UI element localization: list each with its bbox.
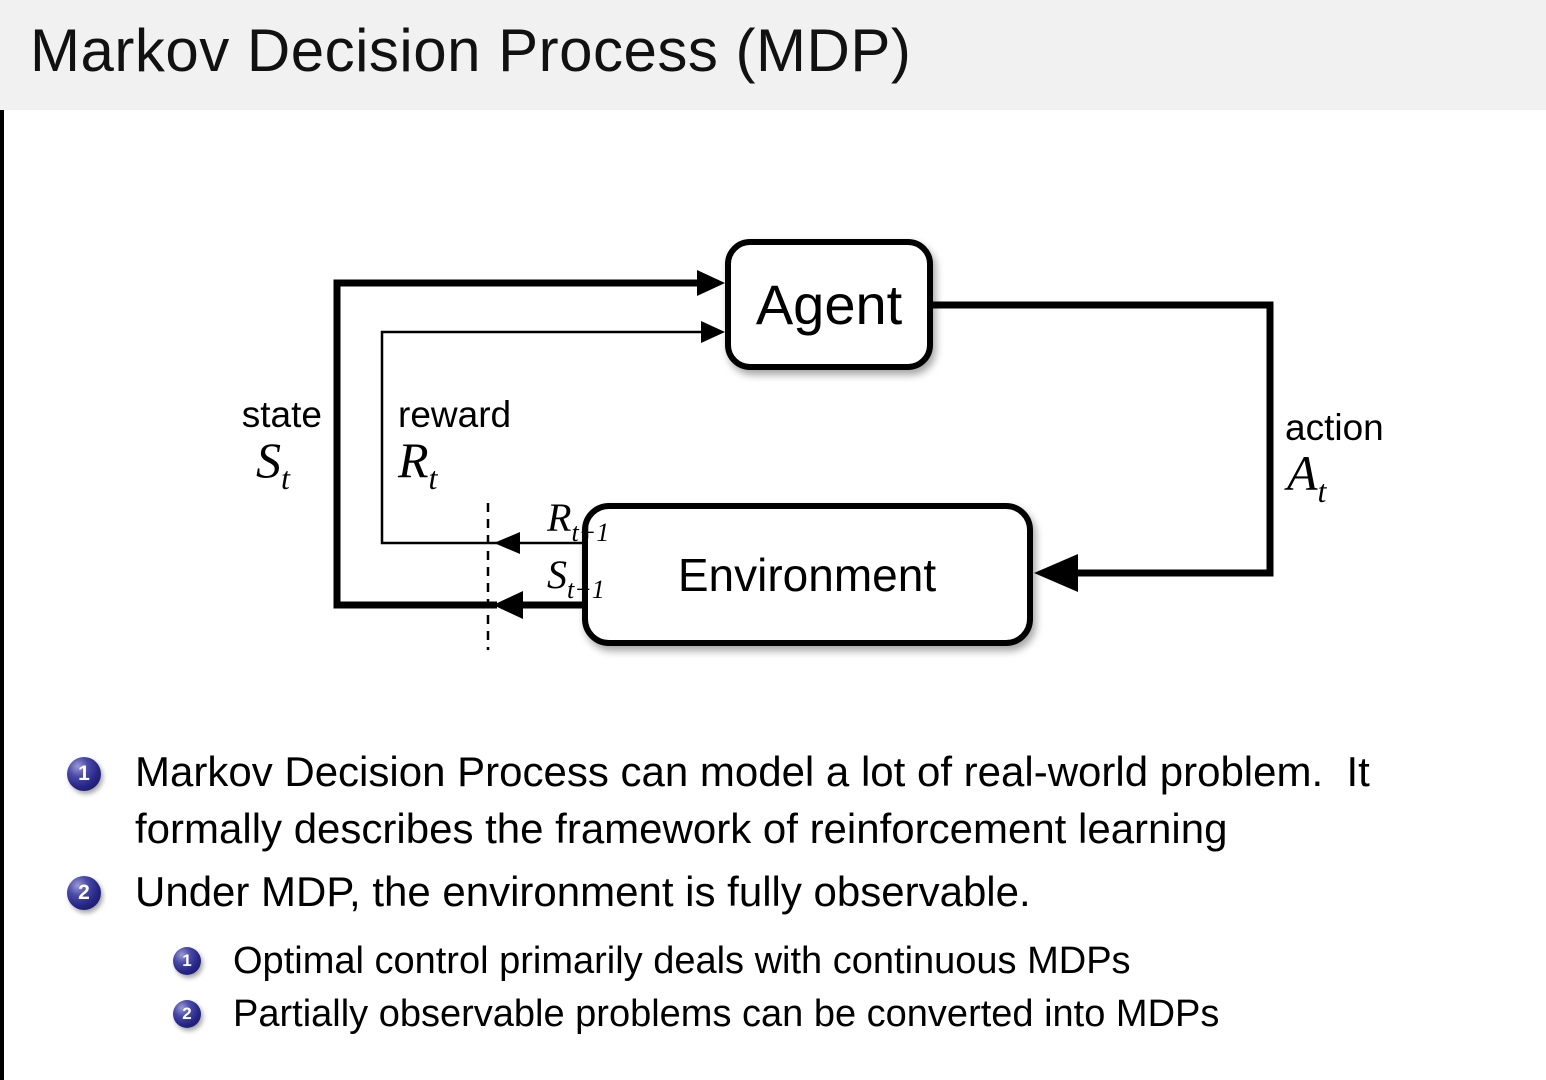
next-state-symbol: St+1 [547, 552, 605, 604]
arrowhead-action-into-environment [1034, 554, 1078, 592]
bullet-2-sub-1-ball: 1 [173, 947, 201, 975]
arrowhead-reward-at-boundary [494, 532, 520, 554]
bullet-2-line-1: Under MDP, the environment is fully obse… [135, 868, 1031, 915]
next-state-symbol-subscript: t+1 [567, 575, 605, 604]
bullet-2-sub-2-text: Partially observable problems can be con… [233, 993, 1220, 1035]
state-loop-line [333, 279, 703, 609]
slide-title-bar: Markov Decision Process (MDP) [0, 0, 1546, 110]
bullet-1-ball: 1 [67, 757, 101, 791]
next-reward-symbol-subscript: t+1 [571, 518, 609, 547]
state-symbol: St [256, 432, 291, 496]
state-label: state [242, 394, 322, 435]
reward-symbol: Rt [397, 432, 439, 496]
reward-label: reward [398, 394, 511, 435]
next-reward-symbol-base: R [546, 495, 571, 540]
arrowhead-state-into-agent [697, 270, 725, 296]
action-symbol-base: A [1284, 445, 1318, 501]
bullet-2-ball: 2 [67, 876, 101, 910]
bullet-1-line-1: Markov Decision Process can model a lot … [135, 748, 1370, 795]
reward-loop-line [380, 330, 705, 545]
action-label: action [1285, 407, 1384, 448]
agent-box [725, 239, 933, 370]
arrowhead-reward-into-agent [701, 321, 725, 343]
state-symbol-base: S [256, 432, 281, 488]
next-state-symbol-base: S [547, 552, 567, 597]
environment-box [582, 503, 1033, 646]
action-loop-line [930, 301, 1274, 577]
page-title: Markov Decision Process (MDP) [30, 17, 912, 84]
reward-symbol-base: R [397, 432, 429, 488]
bullet-1-line-2: formally describes the framework of rein… [135, 805, 1228, 852]
agent-box-label: Agent [756, 273, 903, 336]
slide-left-border [0, 0, 4, 1080]
action-symbol: At [1284, 445, 1328, 509]
environment-box-label: Environment [678, 549, 936, 601]
bullet-2-sub-1-text: Optimal control primarily deals with con… [233, 940, 1131, 982]
state-symbol-subscript: t [281, 460, 291, 496]
action-symbol-subscript: t [1318, 473, 1328, 509]
arrowhead-state-at-boundary [493, 591, 523, 619]
bullet-2-sub-2-ball: 2 [173, 1000, 201, 1028]
next-reward-symbol: Rt+1 [546, 495, 609, 547]
reward-symbol-subscript: t [429, 460, 439, 496]
